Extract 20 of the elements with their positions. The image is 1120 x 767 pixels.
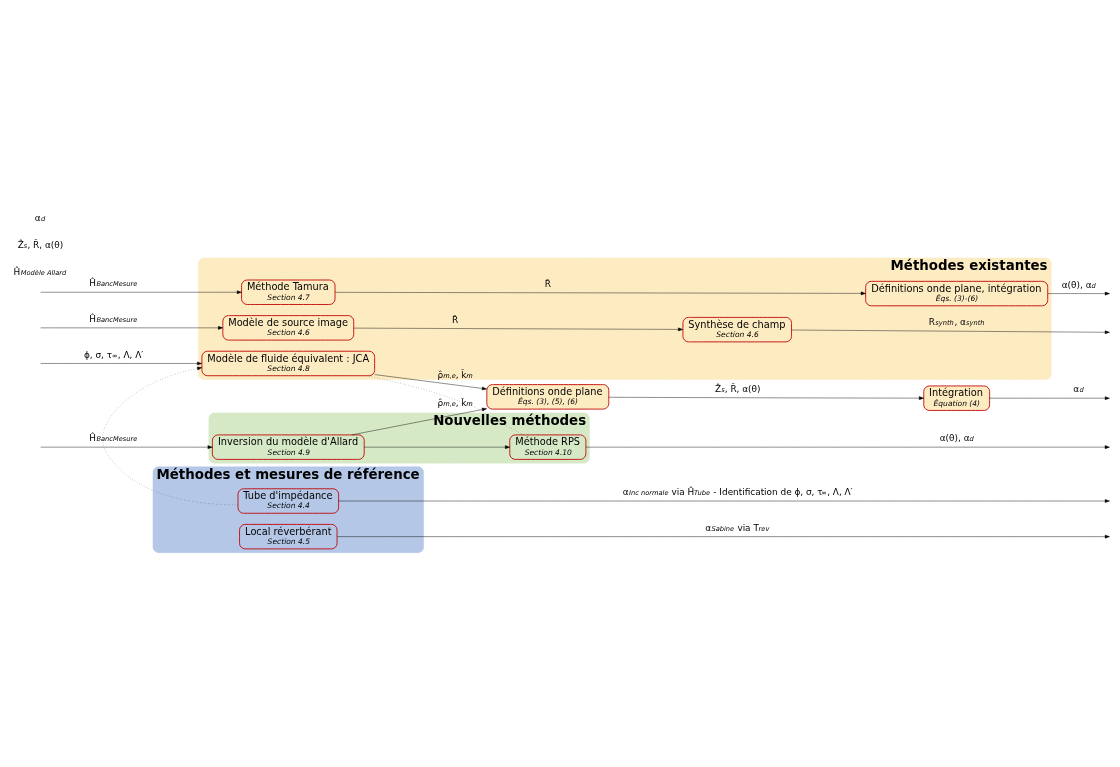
arrow: [353, 327, 683, 332]
arrow: [364, 445, 510, 449]
arrow: [334, 291, 866, 296]
arrow: [338, 499, 1110, 503]
arrow: [1047, 291, 1110, 296]
edge-label: R̂: [544, 279, 551, 290]
arrow: [608, 396, 924, 400]
connector: [366, 375, 524, 436]
arrow: [40, 290, 242, 295]
edge-label: R̂: [452, 315, 459, 326]
arrow: [351, 407, 487, 436]
arrow: [989, 396, 1110, 400]
arrow: [40, 361, 202, 366]
arrow: [374, 374, 487, 391]
arrow: [336, 534, 1110, 539]
arrow: [585, 445, 1110, 449]
arrow: [40, 445, 213, 449]
arrow: [40, 326, 223, 330]
arrow: [102, 366, 239, 506]
arrow: [791, 329, 1110, 335]
